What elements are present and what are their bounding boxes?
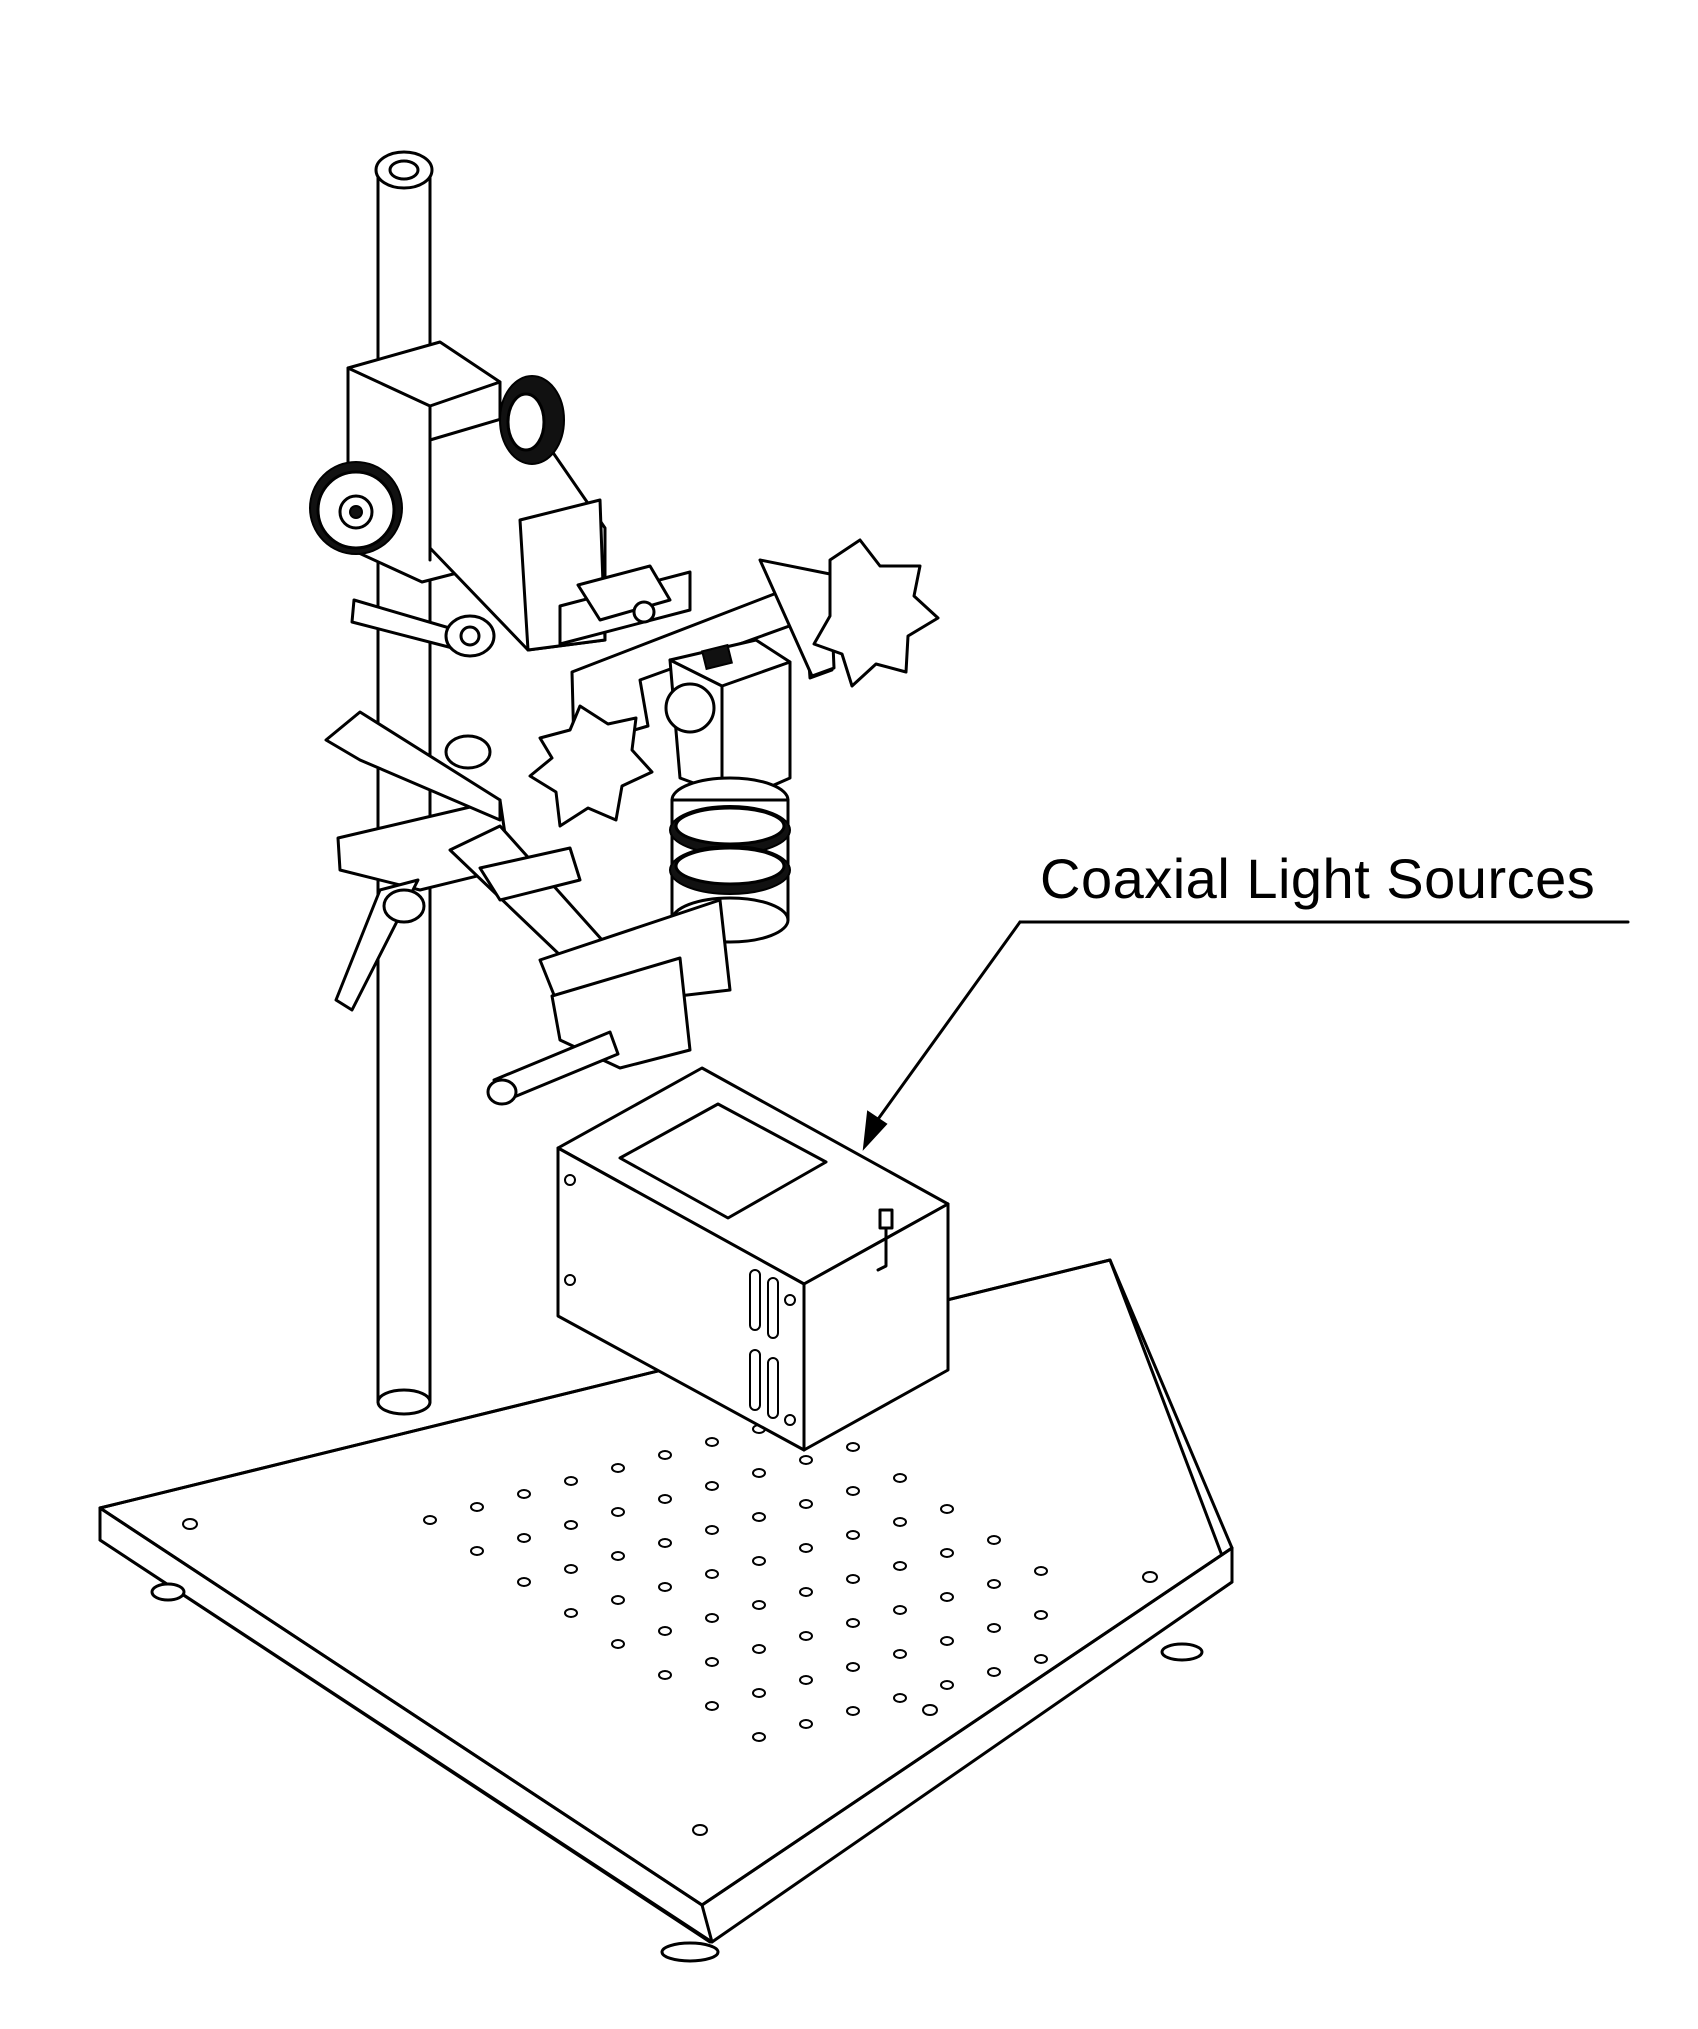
base-hole xyxy=(611,1507,625,1517)
base-hole xyxy=(423,1515,437,1525)
base-hole xyxy=(752,1556,766,1566)
base-hole xyxy=(611,1595,625,1605)
base-hole-grid xyxy=(182,1411,1158,1836)
base-hole xyxy=(799,1543,813,1553)
base-hole xyxy=(893,1693,907,1703)
base-hole xyxy=(846,1486,860,1496)
base-hole xyxy=(846,1618,860,1628)
base-hole xyxy=(658,1494,672,1504)
base-hole xyxy=(1034,1566,1048,1576)
star-knob-right xyxy=(812,538,940,688)
star-knob-left xyxy=(528,704,654,828)
base-hole xyxy=(799,1455,813,1465)
base-hole xyxy=(846,1530,860,1540)
base-hole xyxy=(470,1502,484,1512)
base-hole xyxy=(893,1605,907,1615)
base-hole xyxy=(564,1520,578,1530)
base-hole xyxy=(940,1548,954,1558)
base-hole xyxy=(987,1623,1001,1633)
base-hole xyxy=(752,1688,766,1698)
base-hole xyxy=(705,1657,719,1667)
base-hole xyxy=(705,1525,719,1535)
base-hole xyxy=(893,1517,907,1527)
base-hole xyxy=(611,1463,625,1473)
callout-label: Coaxial Light Sources xyxy=(1040,847,1596,910)
lower-clamp xyxy=(324,710,732,1106)
corner-hole xyxy=(922,1704,938,1716)
base-hole xyxy=(658,1582,672,1592)
base-hole xyxy=(752,1600,766,1610)
base-hole xyxy=(517,1577,531,1587)
base-hole xyxy=(799,1719,813,1729)
corner-hole xyxy=(182,1518,198,1530)
camera-arm xyxy=(528,538,940,828)
coaxial-light-box xyxy=(556,1066,950,1452)
base-hole xyxy=(846,1442,860,1452)
base-hole xyxy=(564,1564,578,1574)
base-hole xyxy=(799,1675,813,1685)
base-hole xyxy=(658,1450,672,1460)
base-hole xyxy=(893,1473,907,1483)
base-hole xyxy=(799,1499,813,1509)
base-hole xyxy=(705,1569,719,1579)
base-hole xyxy=(564,1476,578,1486)
base-hole xyxy=(846,1574,860,1584)
base-hole xyxy=(846,1662,860,1672)
base-hole xyxy=(470,1546,484,1556)
base-hole xyxy=(517,1489,531,1499)
upper-clamp-block xyxy=(309,340,607,652)
callout-leader xyxy=(862,920,1630,1151)
base-hole xyxy=(893,1649,907,1659)
base-hole xyxy=(658,1670,672,1680)
base-hole xyxy=(940,1592,954,1602)
base-hole xyxy=(987,1667,1001,1677)
base-hole xyxy=(940,1680,954,1690)
base-hole xyxy=(987,1579,1001,1589)
base-hole xyxy=(940,1504,954,1514)
base-hole xyxy=(517,1533,531,1543)
corner-hole xyxy=(1142,1571,1158,1583)
lock-lever-upper xyxy=(350,598,496,658)
base-hole xyxy=(611,1551,625,1561)
base-hole xyxy=(705,1613,719,1623)
camera-with-lens xyxy=(664,638,792,944)
base-hole xyxy=(752,1468,766,1478)
base-hole xyxy=(987,1535,1001,1545)
base-hole xyxy=(705,1437,719,1447)
base-hole xyxy=(705,1701,719,1711)
base-hole xyxy=(752,1644,766,1654)
base-hole xyxy=(705,1481,719,1491)
base-hole xyxy=(799,1587,813,1597)
base-hole xyxy=(658,1538,672,1548)
base-hole xyxy=(752,1732,766,1742)
base-hole xyxy=(940,1636,954,1646)
corner-hole xyxy=(692,1824,708,1836)
base-hole xyxy=(1034,1610,1048,1620)
base-hole xyxy=(799,1631,813,1641)
base-hole xyxy=(611,1639,625,1649)
base-hole xyxy=(846,1706,860,1716)
base-hole xyxy=(1034,1654,1048,1664)
base-hole xyxy=(893,1561,907,1571)
base-hole xyxy=(564,1608,578,1618)
base-hole xyxy=(658,1626,672,1636)
base-hole xyxy=(752,1512,766,1522)
